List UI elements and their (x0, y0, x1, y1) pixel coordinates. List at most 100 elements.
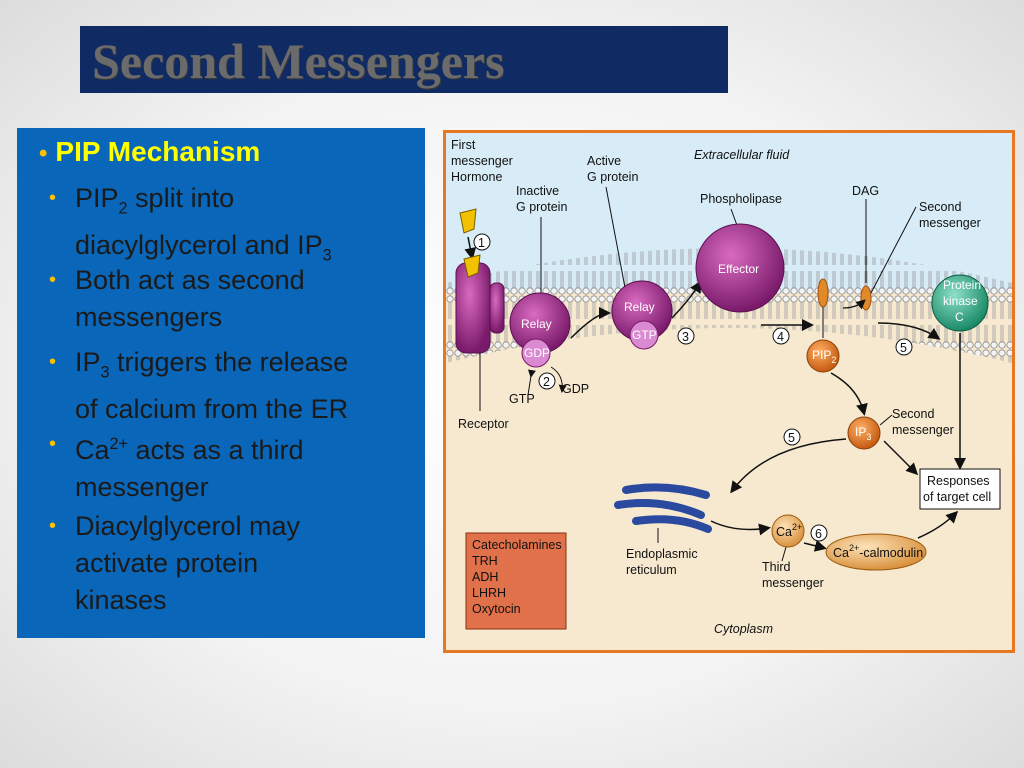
superscript: 2+ (109, 435, 128, 453)
gtp-icon (629, 320, 659, 350)
bullet-item-5: • Diacylglycerol may activate protein ki… (49, 508, 300, 619)
dag-label: DAG (852, 184, 879, 198)
text-line: kinases (75, 585, 167, 615)
bullet-panel: • PIP Mechanism • PIP2 split into diacylg… (17, 128, 425, 638)
text-line: activate protein (75, 548, 259, 578)
second-messenger-top-label-2: messenger (919, 216, 981, 230)
pip2-icon (806, 339, 840, 373)
text-fragment: diacylglycerol and IP (75, 230, 323, 261)
figure-frame: First messenger Hormone Inactive G prote… (443, 130, 1015, 653)
text-fragment: acts as a third (127, 435, 304, 465)
ip3-icon (847, 416, 881, 450)
bullet-main: • PIP Mechanism (39, 136, 260, 168)
ca-sup: 2+ (792, 522, 802, 532)
figure-inner: First messenger Hormone Inactive G prote… (446, 133, 1012, 650)
gtp-label-left: GTP (509, 392, 535, 406)
hormone-icon (459, 208, 477, 234)
protein-kinase-label-3: C (955, 310, 964, 324)
protein-kinase-label-2: kinase (943, 294, 978, 308)
endoplasmic-reticulum-icon (614, 483, 712, 533)
ca-sup-2: 2+ (849, 543, 859, 553)
first-messenger-label-2: messenger (451, 154, 513, 168)
pip-pathway-diagram: First messenger Hormone Inactive G prote… (446, 133, 1012, 650)
text-fragment: split into (127, 183, 235, 213)
gdp-label-inner: GDP (524, 346, 550, 360)
responses-box (919, 468, 1001, 510)
text-fragment: PIP (75, 183, 119, 213)
hormone-item: Catecholamines (472, 538, 562, 552)
step-5-left-label: 5 (788, 431, 795, 445)
step-3-icon (677, 327, 695, 345)
text-line: of calcium from the ER (75, 394, 349, 425)
bullet-item-2: • Both act as second messengers (49, 262, 305, 336)
third-label: Third (762, 560, 791, 574)
ca-label-2: Ca (833, 546, 849, 560)
svg-text:Ca2+: Ca2+ (776, 522, 802, 539)
cytoplasm-label: Cytoplasm (714, 622, 773, 636)
calmodulin-icon (825, 533, 927, 571)
bullet-item-1: • PIP2 split into diacylglycerol and IP3 (49, 180, 332, 275)
hormones-list-box (465, 532, 567, 630)
gdp-label-right: GDP (562, 382, 589, 396)
ca-label: Ca (776, 525, 792, 539)
step-2-label: 2 (543, 375, 550, 389)
ip-label: IP (855, 425, 866, 439)
protein-kinase-label: Protein (943, 278, 981, 292)
subscript: 3 (322, 246, 332, 265)
bullet-dot-icon: • (49, 187, 57, 209)
receptor-label: Receptor (458, 417, 509, 431)
bullet-item-4: • Ca2+ acts as a third messenger (49, 426, 304, 506)
step-1-icon (473, 233, 491, 251)
bullet-main-text: PIP Mechanism (55, 136, 261, 167)
hormone-item: ADH (472, 570, 498, 584)
inactive-g-label-2: G protein (516, 200, 567, 214)
second-messenger-label: Second (892, 407, 934, 421)
hormone-item: TRH (472, 554, 498, 568)
second-messenger-top-label: Second (919, 200, 961, 214)
step-4-label: 4 (777, 330, 784, 344)
step-4-icon (772, 327, 790, 345)
relay-label-2: Relay (624, 300, 655, 314)
ip-sub: 3 (866, 432, 871, 442)
responses-label-2: of target cell (923, 490, 991, 504)
svg-text:Ca2+-calmodulin: Ca2+-calmodulin (833, 543, 923, 560)
step-6-label: 6 (815, 527, 822, 541)
bullet-dot-icon: • (49, 351, 57, 373)
first-messenger-label: First (451, 138, 476, 152)
bullet-dot-icon: • (49, 515, 57, 537)
svg-text:IP3: IP3 (855, 425, 871, 442)
hormone-item: Oxytocin (472, 602, 521, 616)
bullet-dot-icon: • (49, 433, 57, 455)
text-line: Both act as second (75, 265, 305, 295)
er-label-2: reticulum (626, 563, 677, 577)
extracellular-label: Extracellular fluid (694, 148, 790, 162)
bullet-dot-icon: • (49, 269, 57, 291)
third-label-2: messenger (762, 576, 824, 590)
bullet-dot-icon: • (39, 140, 48, 167)
text-line: messengers (75, 302, 223, 332)
hormone-item: LHRH (472, 586, 506, 600)
step-5-left-icon (783, 428, 801, 446)
step-1-label: 1 (478, 236, 485, 250)
second-messenger-label-2: messenger (892, 423, 954, 437)
svg-text:PIP2: PIP2 (812, 348, 836, 365)
phospholipase-label: Phospholipase (700, 192, 782, 206)
text-fragment: triggers the release (109, 347, 349, 377)
gdp-icon (521, 338, 551, 368)
active-g-label: Active (587, 154, 621, 168)
protein-kinase-c-icon (931, 274, 989, 332)
step-5-right-label: 5 (900, 341, 907, 355)
er-label: Endoplasmic (626, 547, 698, 561)
effector-icon (695, 223, 785, 313)
hormone-label: Hormone (451, 170, 502, 184)
inactive-g-label: Inactive (516, 184, 559, 198)
dag-icon (860, 285, 872, 311)
subscript: 2 (118, 199, 128, 218)
calcium-icon (771, 514, 805, 548)
subscript: 3 (100, 363, 110, 382)
responses-label: Responses (927, 474, 990, 488)
slide-title: Second Messengers (92, 33, 505, 89)
text-fragment: IP (75, 347, 101, 377)
text-line: messenger (75, 472, 209, 502)
step-2-icon (538, 372, 556, 390)
